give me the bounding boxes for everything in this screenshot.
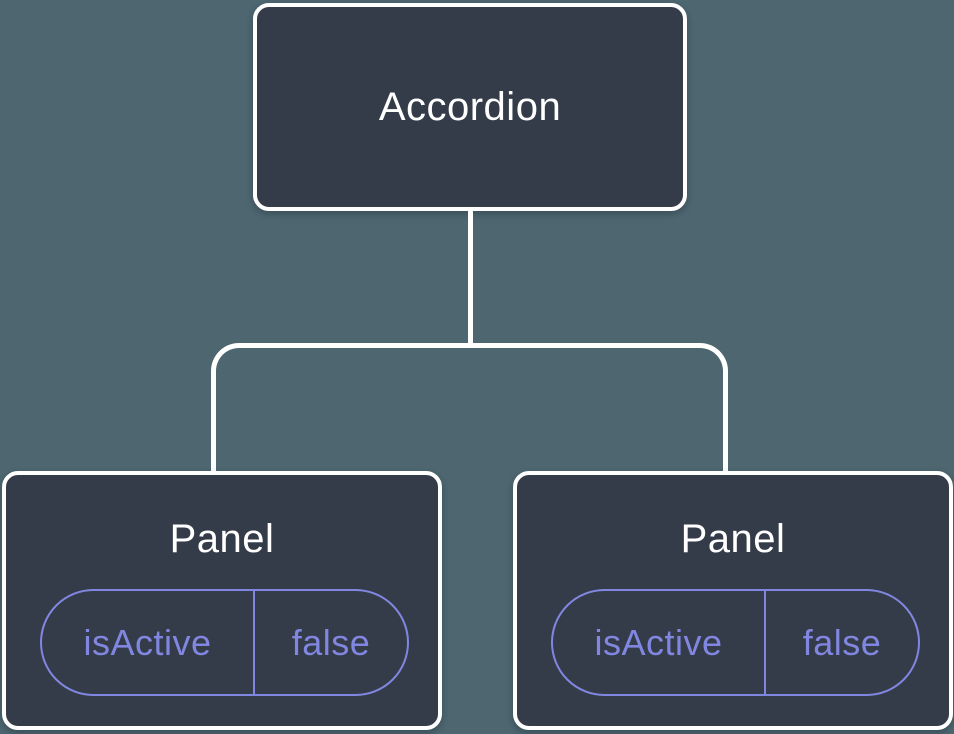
state-pill: isActive false [40, 589, 409, 696]
state-value-cell: false [802, 621, 882, 663]
panel-node-left: Panel isActive false [2, 471, 442, 730]
state-name-cell: isActive [42, 591, 255, 694]
connector-bracket-line [211, 343, 728, 471]
state-pill: isActive false [551, 589, 920, 696]
panel-node-label: Panel [169, 517, 275, 561]
state-name-cell: isActive [553, 591, 766, 694]
accordion-node-label: Accordion [378, 84, 562, 129]
accordion-node: Accordion [253, 3, 687, 211]
panel-node-label: Panel [680, 517, 786, 561]
connector-stem-line [468, 209, 473, 346]
state-value-cell: false [291, 621, 371, 663]
panel-node-right: Panel isActive false [513, 471, 953, 730]
